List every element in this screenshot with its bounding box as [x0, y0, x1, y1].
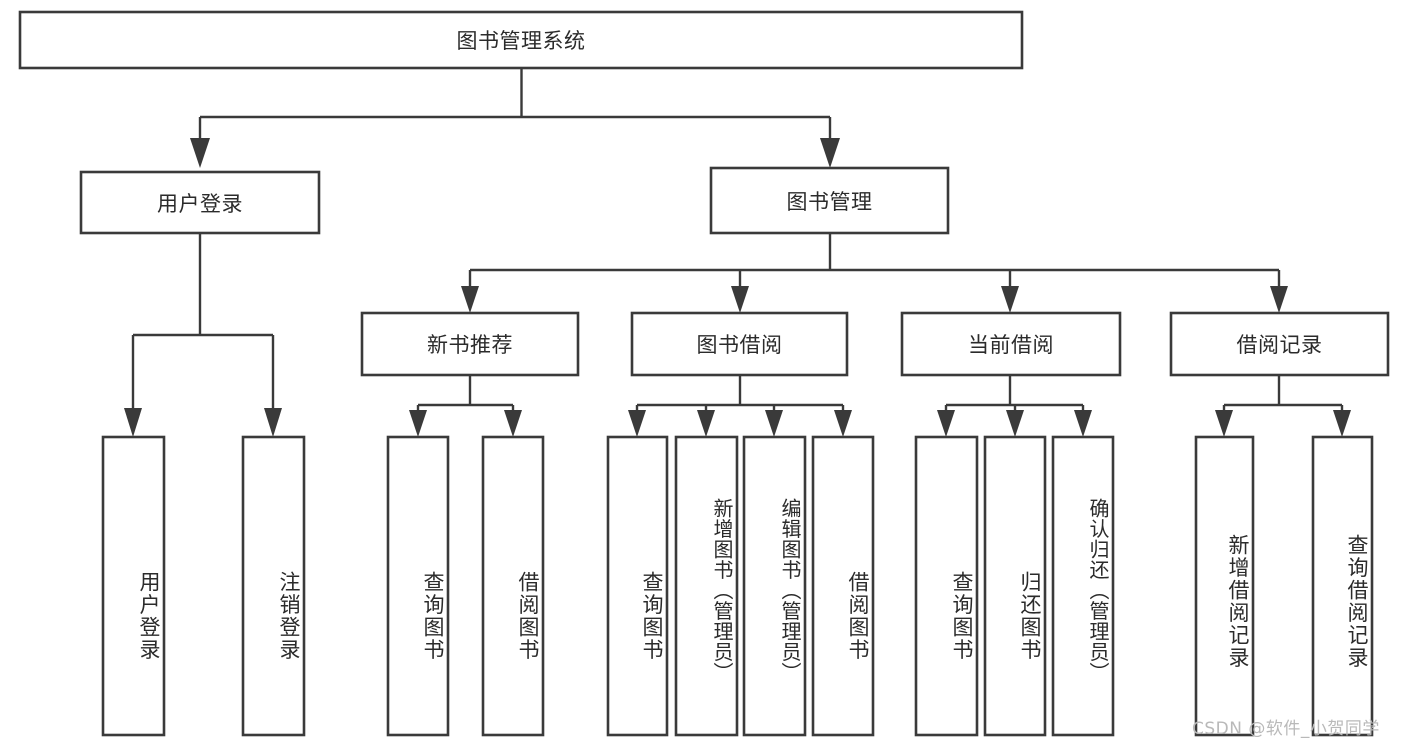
arrow-bookmgmt-child-2 [731, 286, 749, 313]
arrow-bookmgmt-child-4 [1270, 286, 1288, 313]
connector-group-currentborrow [937, 375, 1092, 437]
node-box-borrow-record[interactable] [1169, 311, 1390, 377]
csdn-watermark: CSDN @软件_小贺同学 [1192, 719, 1380, 739]
node-box-root[interactable] [18, 10, 1024, 70]
node-box-leaf-search-book-2[interactable] [606, 435, 669, 737]
arrow-bookmgmt-child-1 [461, 286, 479, 313]
connector-group-root [190, 68, 840, 168]
node-box-leaf-edit-book-admin[interactable] [742, 435, 807, 737]
arrow-borrowrecord-leaf-2 [1333, 410, 1351, 437]
node-box-leaf-user-login[interactable] [101, 435, 166, 737]
node-box-leaf-borrow-book-1[interactable] [481, 435, 545, 737]
arrow-bookborrow-leaf-1 [628, 410, 646, 437]
arrow-userlogin-leaf-2 [264, 408, 282, 437]
arrow-currentborrow-leaf-3 [1074, 410, 1092, 437]
node-box-leaf-logout[interactable] [241, 435, 306, 737]
arrow-to-userlogin [190, 138, 210, 168]
node-box-leaf-confirm-return-admin[interactable] [1051, 435, 1115, 737]
arrow-bookmgmt-child-3 [1001, 286, 1019, 313]
node-box-leaf-borrow-book-2[interactable] [811, 435, 875, 737]
node-box-leaf-add-book-admin[interactable] [674, 435, 739, 737]
arrow-newbook-leaf-1 [409, 410, 427, 437]
node-box-leaf-return-book[interactable] [983, 435, 1047, 737]
arrow-bookborrow-leaf-4 [834, 410, 852, 437]
node-box-book-management[interactable] [709, 166, 950, 235]
connector-group-bookborrow [628, 375, 852, 437]
connector-group-borrowrecord [1215, 375, 1351, 437]
node-box-leaf-search-book-3[interactable] [914, 435, 979, 737]
arrow-bookborrow-leaf-3 [765, 410, 783, 437]
node-box-user-login[interactable] [79, 170, 321, 235]
arrow-bookborrow-leaf-2 [697, 410, 715, 437]
arrow-newbook-leaf-2 [504, 410, 522, 437]
node-box-book-borrow[interactable] [630, 311, 849, 377]
node-box-current-borrow[interactable] [900, 311, 1122, 377]
node-box-leaf-search-borrow-record[interactable] [1311, 435, 1374, 737]
node-box-leaf-add-borrow-record[interactable] [1194, 435, 1255, 737]
connector-group-newbook [409, 375, 522, 437]
arrow-currentborrow-leaf-1 [937, 410, 955, 437]
arrow-to-bookmgmt [820, 138, 840, 168]
node-box-new-book-recommend[interactable] [360, 311, 580, 377]
connector-group-userlogin [124, 233, 282, 437]
arrow-currentborrow-leaf-2 [1006, 410, 1024, 437]
connector-group-bookmgmt [461, 233, 1288, 313]
node-box-leaf-search-book-1[interactable] [386, 435, 450, 737]
arrow-borrowrecord-leaf-1 [1215, 410, 1233, 437]
arrow-userlogin-leaf-1 [124, 408, 142, 437]
